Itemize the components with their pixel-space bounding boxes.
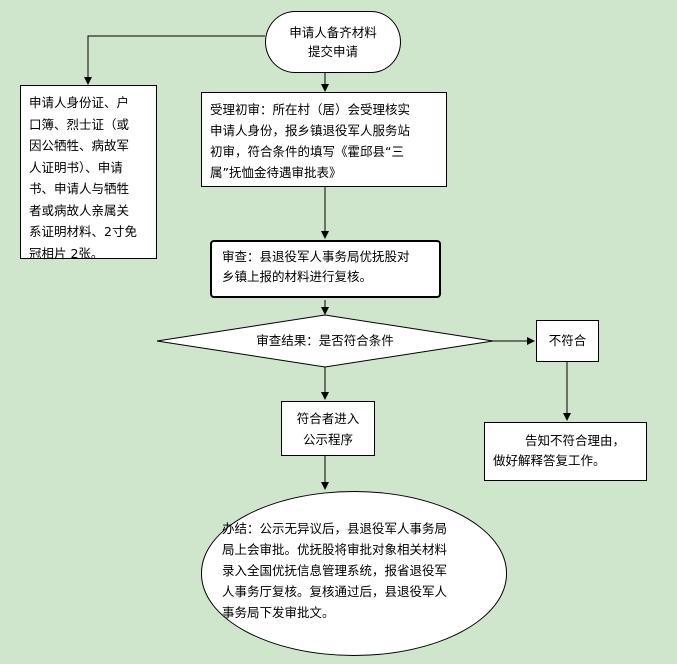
conclusion-line-2: 局上会审批。优抚股将审批对象相关材料 [222,542,448,557]
documents-line-7: 系证明材料、2寸免 [29,224,137,239]
publicity-line-1: 符合者进入 [296,410,360,426]
documents-line-4: 人证明书）、申请 [29,159,123,175]
publicity-line-2: 公示程序 [302,431,353,447]
acceptance-node: 受理初审：所在村（居）会受理核实 申请人身份，报乡镇退役军人服务站 初审，符合条… [201,92,447,187]
conclusion-line-4: 人事务厅复核。复核通过后，县退役军人 [222,584,448,599]
documents-line-6: 者或病故人亲属关 [29,202,130,218]
documents-node: 申请人身份证、户 口簿、烈士证（或 因公牺牲、病故军 人证明书）、申请 书、申请… [20,85,157,261]
acceptance-line-3: 初审，符合条件的填写《霍邱县“三 [210,144,404,159]
decision-label: 审查结果：是否符合条件 [256,333,394,348]
documents-line-8: 冠相片 2张。 [29,245,104,261]
not-qualified-node: 不符合 [536,320,599,362]
arrow-start-to-documents [84,35,265,85]
start-line-2: 提交申请 [307,44,358,59]
documents-line-1: 申请人身份证、户 [29,95,130,110]
start-node: 申请人备齐材料 提交申请 [265,11,401,73]
review-line-2: 乡镇上报的材料进行复核。 [222,269,373,284]
acceptance-line-2: 申请人身份，报乡镇退役军人服务站 [210,123,411,138]
conclusion-node: 办结：公示无异议后，县退役军人事务局 局上会审批。优抚股将审批对象相关材料 录入… [201,491,507,656]
conclusion-line-1: 办结：公示无异议后，县退役军人事务局 [222,521,448,536]
notify-line-2: 做好解释答复工作。 [493,453,606,468]
review-line-1: 审查：县退役军人事务局优抚股对 [222,249,410,264]
conclusion-line-3: 录入全国优抚信息管理系统，报省退役军 [222,563,448,578]
documents-line-2: 口簿、烈士证（或 [29,116,130,132]
acceptance-line-1: 受理初审：所在村（居）会受理核实 [210,102,411,117]
start-line-1: 申请人备齐材料 [289,25,377,40]
documents-line-3: 因公牺牲、病故军 [29,138,130,153]
notify-line-1: 告知不符合理由， [525,433,626,448]
documents-line-5: 书、申请人与牺牲 [29,181,130,196]
publicity-node: 符合者进入 公示程序 [281,401,375,456]
acceptance-line-4: 属”抚恤金待遇审批表》 [210,165,342,180]
notify-node: 告知不符合理由， 做好解释答复工作。 [484,422,647,481]
review-node: 审查：县退役军人事务局优抚股对 乡镇上报的材料进行复核。 [210,240,441,298]
conclusion-line-5: 事务局下发审批文。 [222,605,335,620]
